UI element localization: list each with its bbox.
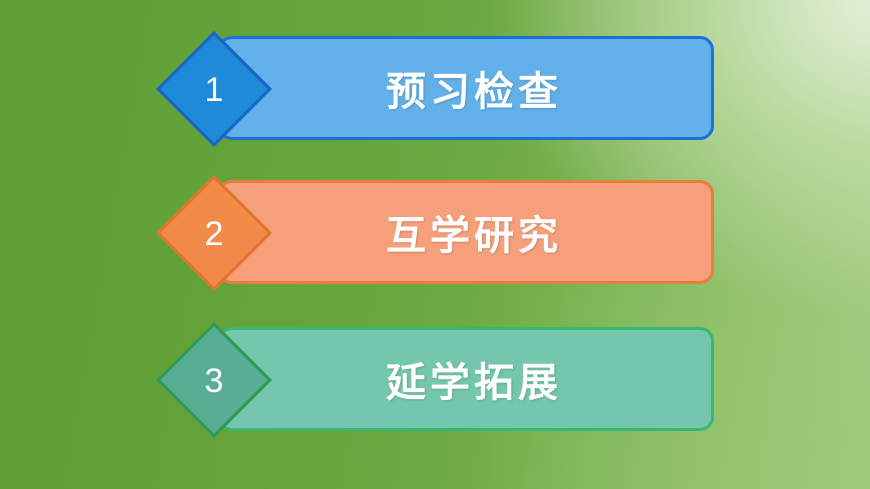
menu-item-label: 互学研究 bbox=[386, 212, 562, 259]
menu-item-extended-learning[interactable]: 延学拓展 3 bbox=[150, 322, 718, 438]
menu-item-number: 1 bbox=[204, 70, 224, 109]
menu-item-number: 2 bbox=[204, 214, 224, 253]
menu-item-label: 延学拓展 bbox=[386, 359, 562, 406]
menu-item-bar[interactable]: 延学拓展 bbox=[218, 327, 714, 431]
menu-item-bar[interactable]: 预习检查 bbox=[218, 36, 714, 140]
menu-item-mutual-study[interactable]: 互学研究 2 bbox=[150, 175, 718, 291]
menu-item-label: 预习检查 bbox=[386, 68, 562, 115]
menu-item-number: 3 bbox=[204, 361, 224, 400]
menu-item-preview-check[interactable]: 预习检查 1 bbox=[150, 31, 718, 147]
menu-item-bar[interactable]: 互学研究 bbox=[218, 180, 714, 284]
